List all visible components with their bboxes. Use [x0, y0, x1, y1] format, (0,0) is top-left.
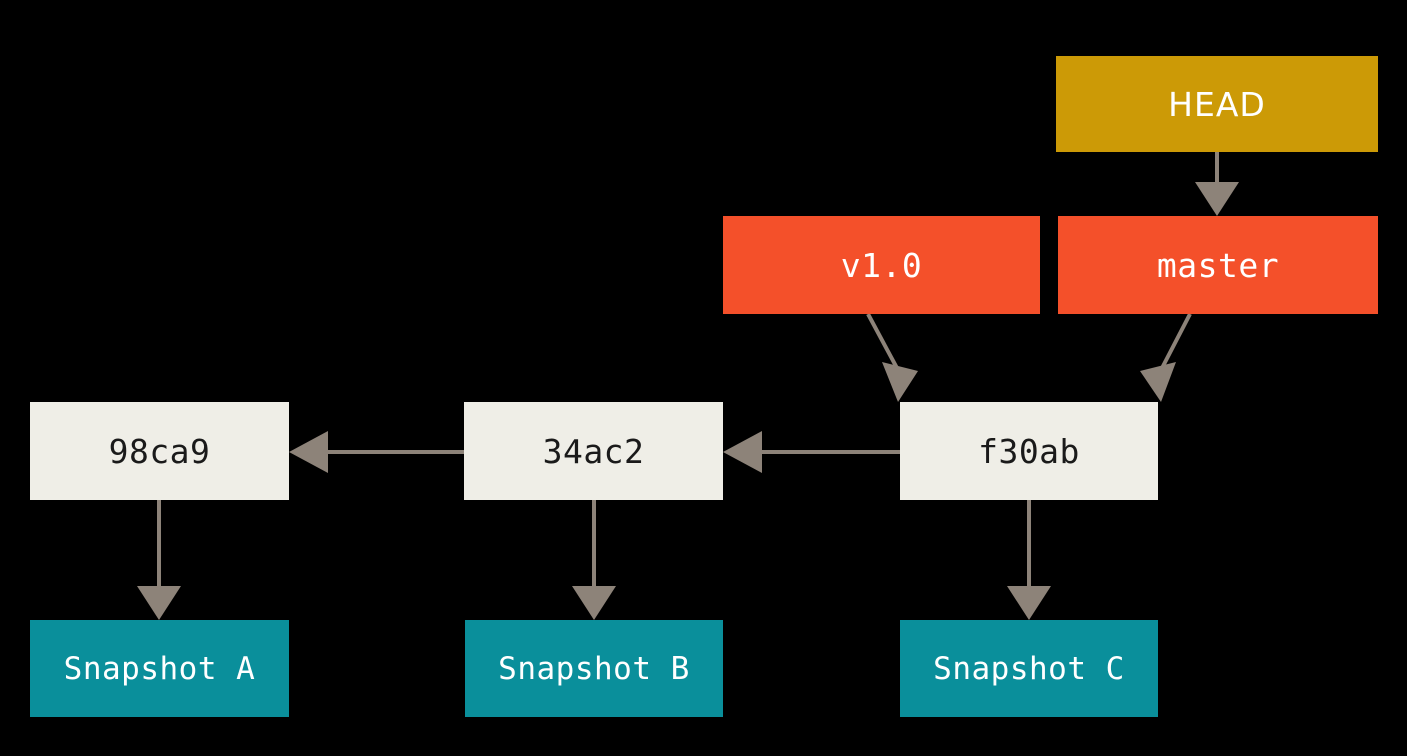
- edge-branch-to-commit-c: [1140, 313, 1192, 402]
- node-snapshot-c-label: Snapshot C: [933, 650, 1125, 687]
- edge-commit-a-to-snapshot-a: [137, 500, 181, 620]
- node-commit-b-label: 34ac2: [542, 431, 645, 471]
- edge-head-to-master: [1195, 152, 1239, 216]
- node-snapshot-a[interactable]: Snapshot A: [30, 620, 289, 717]
- node-head-pointer[interactable]: HEAD: [1056, 56, 1378, 152]
- node-snapshot-b-label: Snapshot B: [498, 650, 690, 687]
- node-commit-a-label: 98ca9: [108, 431, 211, 471]
- node-commit-98ca9[interactable]: 98ca9: [30, 402, 289, 500]
- edge-commit-b-to-snapshot-b: [572, 500, 616, 620]
- node-commit-34ac2[interactable]: 34ac2: [464, 402, 723, 500]
- node-commit-f30ab[interactable]: f30ab: [900, 402, 1158, 500]
- node-commit-c-label: f30ab: [978, 431, 1080, 471]
- node-tag-v1-0[interactable]: v1.0: [723, 216, 1040, 314]
- edge-tag-to-commit-c: [866, 313, 918, 402]
- node-snapshot-b[interactable]: Snapshot B: [465, 620, 723, 717]
- node-head-label: HEAD: [1168, 84, 1266, 124]
- node-tag-label: v1.0: [840, 245, 923, 285]
- node-snapshot-c[interactable]: Snapshot C: [900, 620, 1158, 717]
- node-snapshot-a-label: Snapshot A: [63, 650, 256, 687]
- edge-commit-b-to-commit-a: [289, 431, 464, 473]
- node-branch-master[interactable]: master: [1058, 216, 1378, 314]
- edge-commit-c-to-commit-b: [723, 431, 900, 473]
- edge-commit-c-to-snapshot-c: [1007, 500, 1051, 620]
- node-branch-label: master: [1156, 245, 1280, 285]
